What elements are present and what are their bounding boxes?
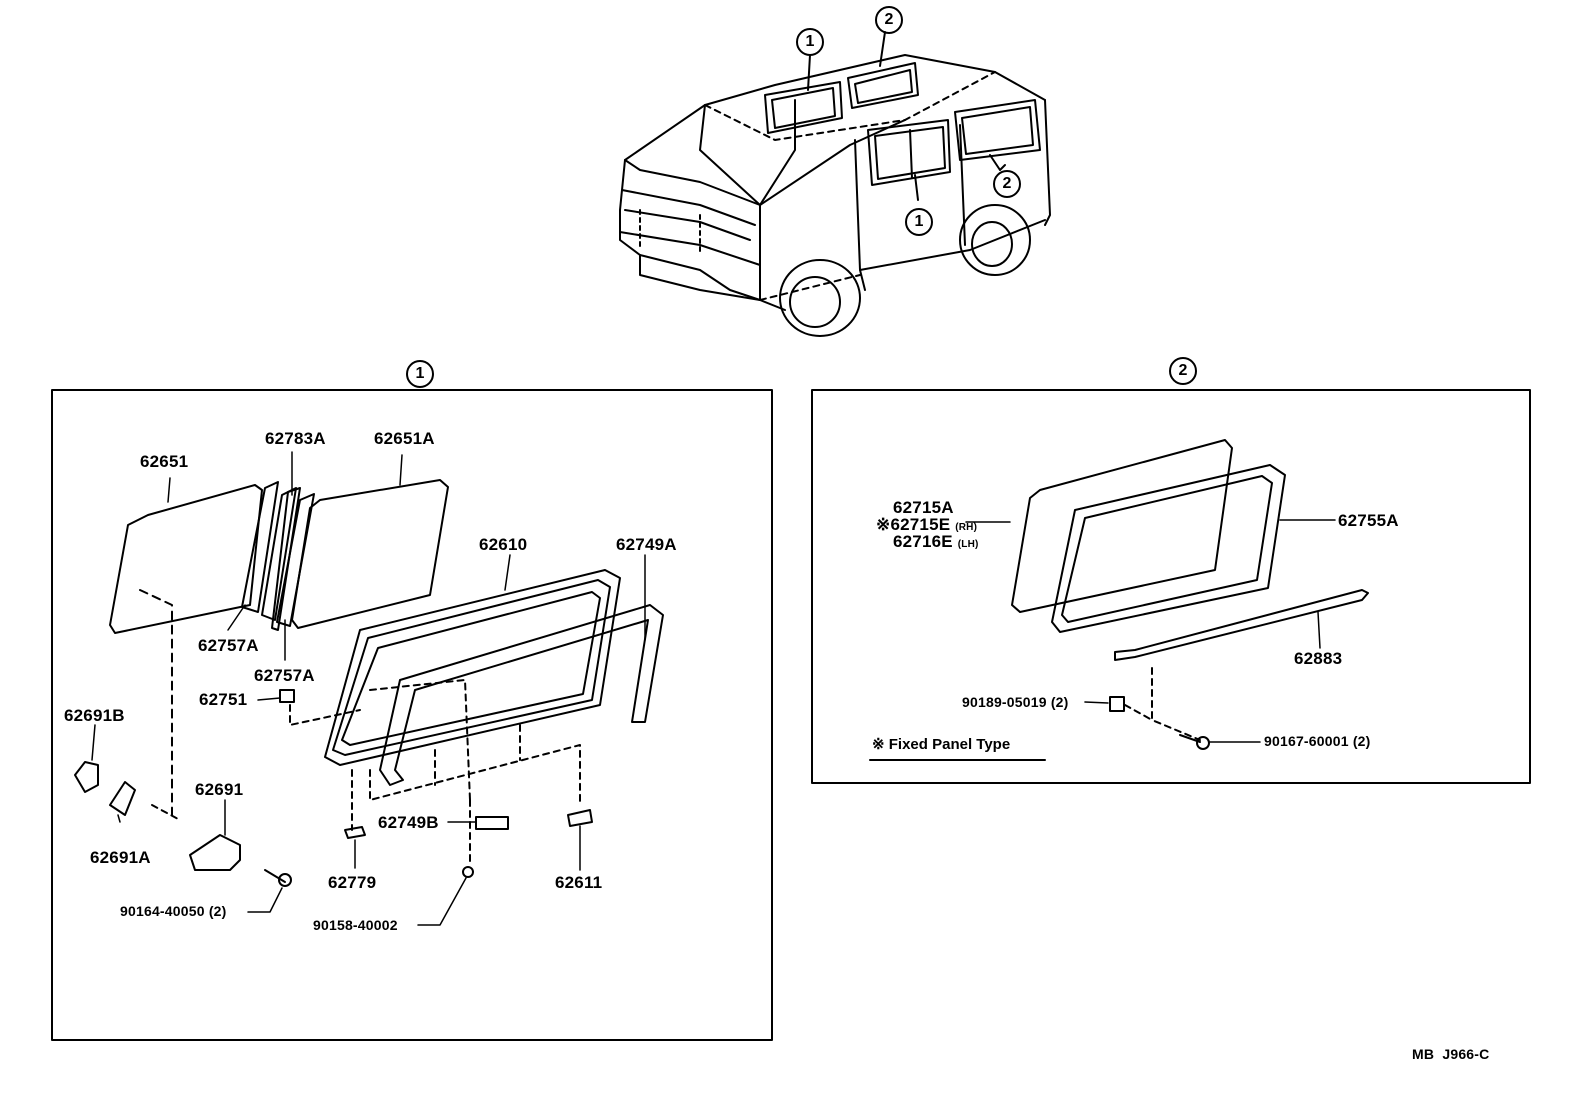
label-62779: 62779 (328, 873, 377, 892)
label-62883: 62883 (1294, 649, 1343, 668)
panel2-heading-callout: 2 (1169, 357, 1197, 385)
label-62611: 62611 (555, 873, 603, 892)
label-62716E-side: (LH) (957, 539, 979, 550)
label-62715E-number: 62715E (890, 515, 951, 534)
label-62749A: 62749A (616, 535, 677, 554)
label-62691B: 62691B (64, 706, 125, 725)
label-62715E: ※62715E (RH) (876, 516, 977, 537)
label-62755A: 62755A (1338, 511, 1399, 530)
label-90189-05019: 90189-05019 (2) (962, 694, 1069, 710)
callout-2-van-roof: 2 (875, 6, 903, 34)
label-62716E-number: 62716E (893, 532, 953, 551)
callout-2-van-side: 2 (993, 170, 1021, 198)
label-62651: 62651 (140, 452, 189, 471)
label-62691A: 62691A (90, 848, 151, 867)
fixed-panel-note-text: Fixed Panel Type (888, 736, 1011, 753)
callout-1-van-side: 1 (905, 208, 933, 236)
label-62783A: 62783A (265, 429, 326, 448)
diagram-code: MB J966-C (1412, 1046, 1490, 1062)
label-62691: 62691 (195, 780, 244, 799)
label-62757A-lower: 62757A (254, 666, 315, 685)
callout-1-van-roof: 1 (796, 28, 824, 56)
label-62751: 62751 (199, 690, 248, 709)
label-90158-40002: 90158-40002 (313, 917, 398, 933)
label-62716E: 62716E (LH) (893, 533, 979, 554)
fixed-panel-mark: ※ (876, 515, 891, 534)
fixed-panel-note-mark: ※ (872, 736, 885, 753)
panel2-parts (869, 439, 1369, 761)
label-62749B: 62749B (378, 813, 439, 832)
panel1-heading-callout: 1 (406, 360, 434, 388)
panel1-frame (51, 389, 773, 1041)
label-62715E-side: (RH) (955, 522, 978, 533)
label-62757A-upper: 62757A (198, 636, 259, 655)
panel2-frame (811, 389, 1531, 784)
panel1-parts (74, 451, 664, 926)
label-62610: 62610 (479, 535, 528, 554)
label-90167-60001: 90167-60001 (2) (1264, 733, 1371, 749)
label-90164-40050: 90164-40050 (2) (120, 903, 227, 919)
fixed-panel-note: ※ Fixed Panel Type (872, 735, 1010, 753)
van-illustration (619, 31, 1051, 337)
label-62715A: 62715A (893, 498, 954, 517)
label-62651A: 62651A (374, 429, 435, 448)
